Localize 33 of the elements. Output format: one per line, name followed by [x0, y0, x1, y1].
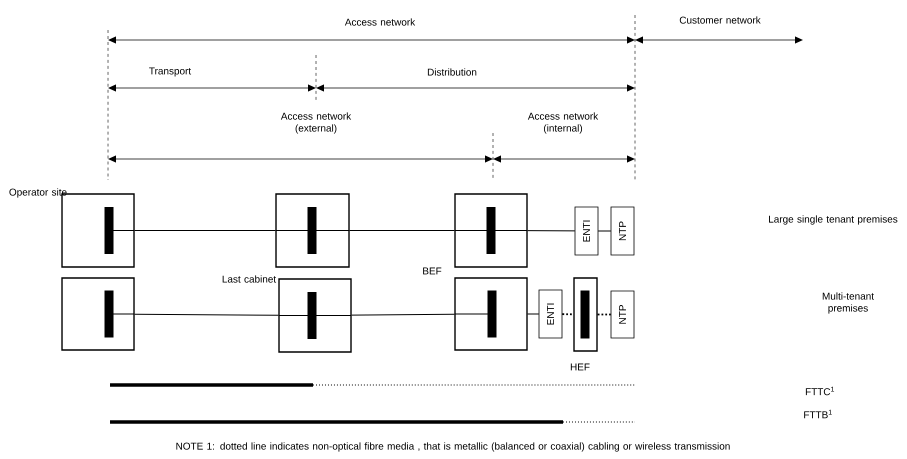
equipment-box [61, 277, 135, 351]
connection-line [351, 314, 455, 316]
dimension-label: Access network (internal) [528, 112, 598, 134]
box-caption: Last cabinet [222, 275, 276, 283]
terminal-box: ENTI [538, 290, 562, 338]
equipment-box [454, 193, 528, 268]
connection-line [527, 230, 576, 232]
box-caption: HEF [570, 364, 590, 370]
terminal-box: ENTI [574, 206, 598, 256]
dimension-label: Customer network [680, 16, 761, 24]
connection-line [349, 230, 455, 231]
equipment-box [573, 277, 598, 352]
row-label: Large single tenant premises [769, 215, 898, 225]
equipment-box [278, 278, 352, 353]
connection-line [562, 313, 574, 316]
series-label: FTTC$^{1}$ [806, 386, 834, 396]
box-caption: BEF [423, 268, 442, 274]
row-label: Multi-tenant premises [822, 292, 874, 314]
dimension-label: Distribution [428, 68, 476, 76]
equipment-box [454, 277, 528, 351]
connection-line [598, 230, 612, 232]
dimension-label: Access network (external) [280, 112, 352, 134]
connection-line [134, 314, 279, 316]
note-text: NOTE 1: dotted line indicates non-optical fibre media , that is metallic (balanced or coaxial) cabling or wireless transmission [176, 442, 730, 452]
connection-line [134, 230, 276, 231]
equipment-box [275, 193, 350, 268]
terminal-box: NTP [610, 206, 634, 256]
series-label: FTTB$^{1}$ [804, 410, 832, 418]
dimension-label: Transport [149, 68, 192, 76]
box-caption: Operator site [9, 188, 67, 198]
connection-line [598, 314, 611, 316]
terminal-box: NTP [610, 290, 634, 338]
dimension-label: Access network [344, 18, 416, 26]
